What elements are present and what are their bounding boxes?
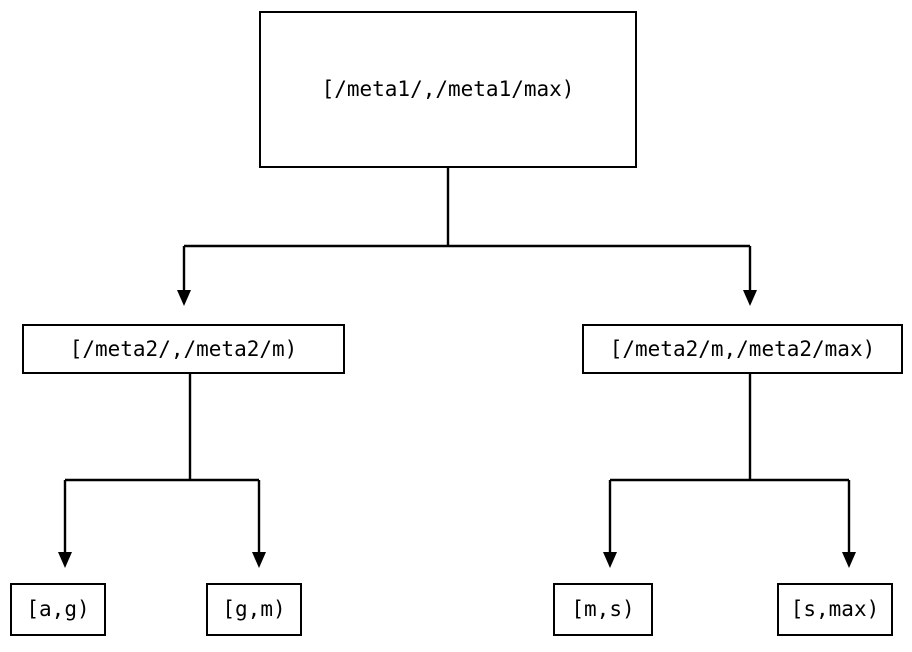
node-leaf-m-s[interactable]: [m,s) bbox=[553, 583, 653, 636]
arrowhead-mid-left bbox=[177, 290, 191, 306]
node-leaf-a-g[interactable]: [a,g) bbox=[10, 583, 106, 636]
arrowhead-leaf-ms bbox=[603, 552, 617, 568]
node-root[interactable]: [/meta1/,/meta1/max) bbox=[259, 11, 637, 168]
arrowhead-leaf-ag bbox=[58, 552, 72, 568]
node-mid-left[interactable]: [/meta2/,/meta2/m) bbox=[22, 324, 345, 374]
arrowhead-leaf-smax bbox=[842, 552, 856, 568]
arrowhead-mid-right bbox=[743, 290, 757, 306]
arrowhead-leaf-gm bbox=[252, 552, 266, 568]
node-leaf-s-max[interactable]: [s,max) bbox=[777, 583, 893, 636]
node-leaf-g-m[interactable]: [g,m) bbox=[206, 583, 302, 636]
node-mid-right[interactable]: [/meta2/m,/meta2/max) bbox=[582, 324, 903, 374]
